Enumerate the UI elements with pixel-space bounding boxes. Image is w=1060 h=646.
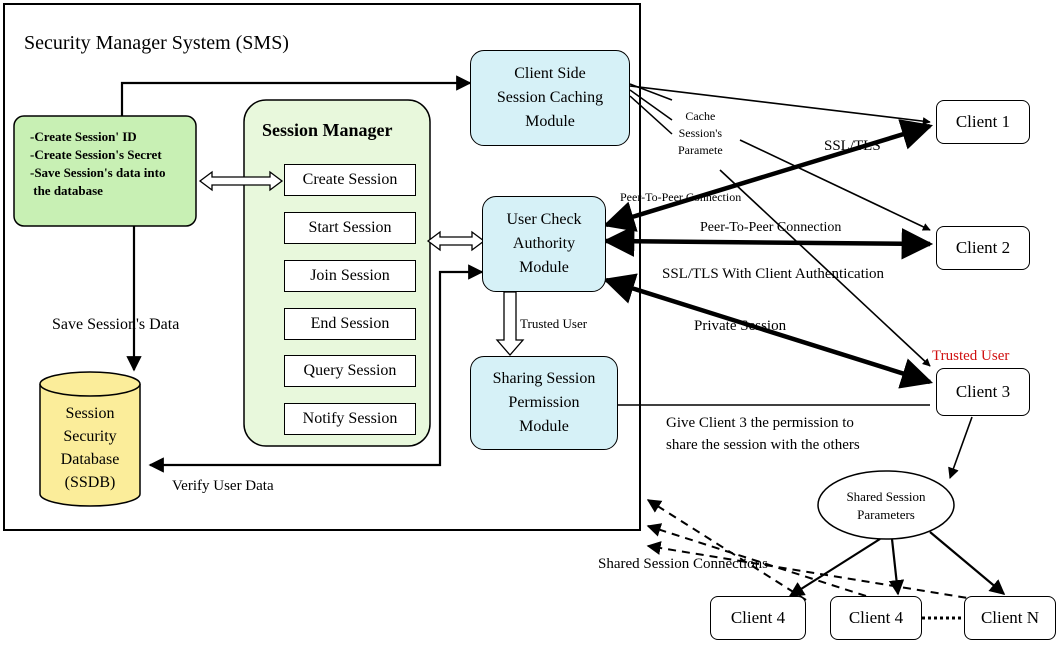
- create-box-text: -Create Session' ID -Create Session's Se…: [30, 128, 165, 200]
- cs-line-1: Client Side: [514, 65, 586, 82]
- shared-params-ellipse: [817, 470, 955, 540]
- dashed-conn-2: [646, 523, 867, 597]
- conn-p2p-client2: [602, 225, 934, 260]
- ssdb-label: Session Security Database (SSDB): [40, 402, 140, 494]
- create-line-2: -Create Session's Secret: [30, 147, 162, 162]
- client-4-a: Client 4: [710, 596, 806, 640]
- cache-line-a: Cache: [685, 109, 716, 123]
- uc-line-2: Authority: [512, 235, 576, 252]
- uc-line-3: Module: [519, 259, 569, 276]
- conn-shared-clientn: [929, 531, 1006, 595]
- db-line-3: Database: [60, 451, 120, 468]
- cache-line-2: [629, 89, 673, 121]
- p2p-label-1: Peer-To-Peer Connection: [620, 190, 742, 204]
- cs-line-2: Session Caching: [496, 89, 604, 106]
- db-line-1: Session: [65, 405, 115, 422]
- arrow-to-client-side-module: [120, 75, 472, 116]
- shared-params-label: Shared Session Parameters: [818, 488, 954, 524]
- join-session-item: Join Session: [284, 260, 416, 292]
- cs-line-3: Module: [525, 113, 575, 130]
- ssl-client-auth-label: SSL/TLS With Client Authentication: [662, 266, 885, 282]
- trusted-user-label: Trusted User: [932, 348, 1010, 364]
- conn-client3-shared: [948, 416, 973, 480]
- notify-session-item: Notify Session: [284, 403, 416, 435]
- create-session-item: Create Session: [284, 164, 416, 196]
- sh-line-2: Permission: [508, 394, 580, 411]
- save-data-label: Save Session's Data: [52, 316, 180, 333]
- query-session-item: Query Session: [284, 355, 416, 387]
- sh-line-3: Module: [519, 418, 569, 435]
- end-session-item: End Session: [284, 308, 416, 340]
- create-line-1: -Create Session' ID: [30, 129, 137, 144]
- double-arrow-create-session: [198, 170, 284, 192]
- arrow-verify-user-data: [148, 264, 484, 473]
- create-line-3: -Save Session's data into: [30, 165, 166, 180]
- sp-line-1: Shared Session: [846, 489, 926, 504]
- double-arrow-user-check: [426, 230, 486, 252]
- sh-line-1: Sharing Session: [492, 370, 596, 387]
- conn-private-client3: [602, 273, 934, 389]
- give-line-2: share the session with the others: [666, 437, 860, 453]
- give-line-1: Give Client 3 the permission to: [666, 415, 854, 431]
- sms-title: Security Manager System (SMS): [24, 32, 289, 54]
- client-4-b: Client 4: [830, 596, 922, 640]
- sms-frame: [3, 3, 641, 531]
- ssl-tls-label: SSL/TLS: [824, 138, 881, 154]
- client-1: Client 1: [936, 100, 1030, 144]
- cache-line-b: Session's: [678, 126, 723, 140]
- create-line-4: the database: [30, 183, 103, 198]
- dashed-conn-3: [646, 541, 981, 601]
- conn-ssl-tls-client1: [602, 119, 934, 232]
- private-session-label: Private Session: [694, 318, 787, 334]
- arrow-trusted-user-down: [495, 291, 525, 356]
- client-2: Client 2: [936, 226, 1030, 270]
- p2p-label-2: Peer-To-Peer Connection: [700, 220, 842, 235]
- give-permission-label: Give Client 3 the permission to share th…: [666, 412, 860, 456]
- start-session-item: Start Session: [284, 212, 416, 244]
- client-n: Client N: [964, 596, 1056, 640]
- session-manager-title: Session Manager: [262, 120, 393, 140]
- db-line-2: Security: [63, 428, 117, 445]
- verify-user-label: Verify User Data: [172, 478, 274, 494]
- db-line-4: (SSDB): [64, 474, 116, 491]
- conn-shared-client4a: [788, 538, 881, 597]
- dashed-conn-1: [646, 499, 807, 601]
- create-session-box: [13, 115, 197, 227]
- uc-line-1: User Check: [506, 211, 582, 228]
- ssdb-cylinder: [39, 371, 141, 507]
- conn-shared-client4b: [888, 538, 905, 596]
- shared-connections-label: Shared Session Connections: [598, 556, 768, 572]
- cache-params-label: Cache Session's Paramete: [678, 108, 723, 159]
- client-3: Client 3: [936, 368, 1030, 416]
- sp-line-2: Parameters: [857, 507, 915, 522]
- cache-line-c: Paramete: [678, 143, 723, 157]
- conn-cache-to-client1: [629, 85, 931, 126]
- trusted-user-inner-label: Trusted User: [520, 316, 588, 331]
